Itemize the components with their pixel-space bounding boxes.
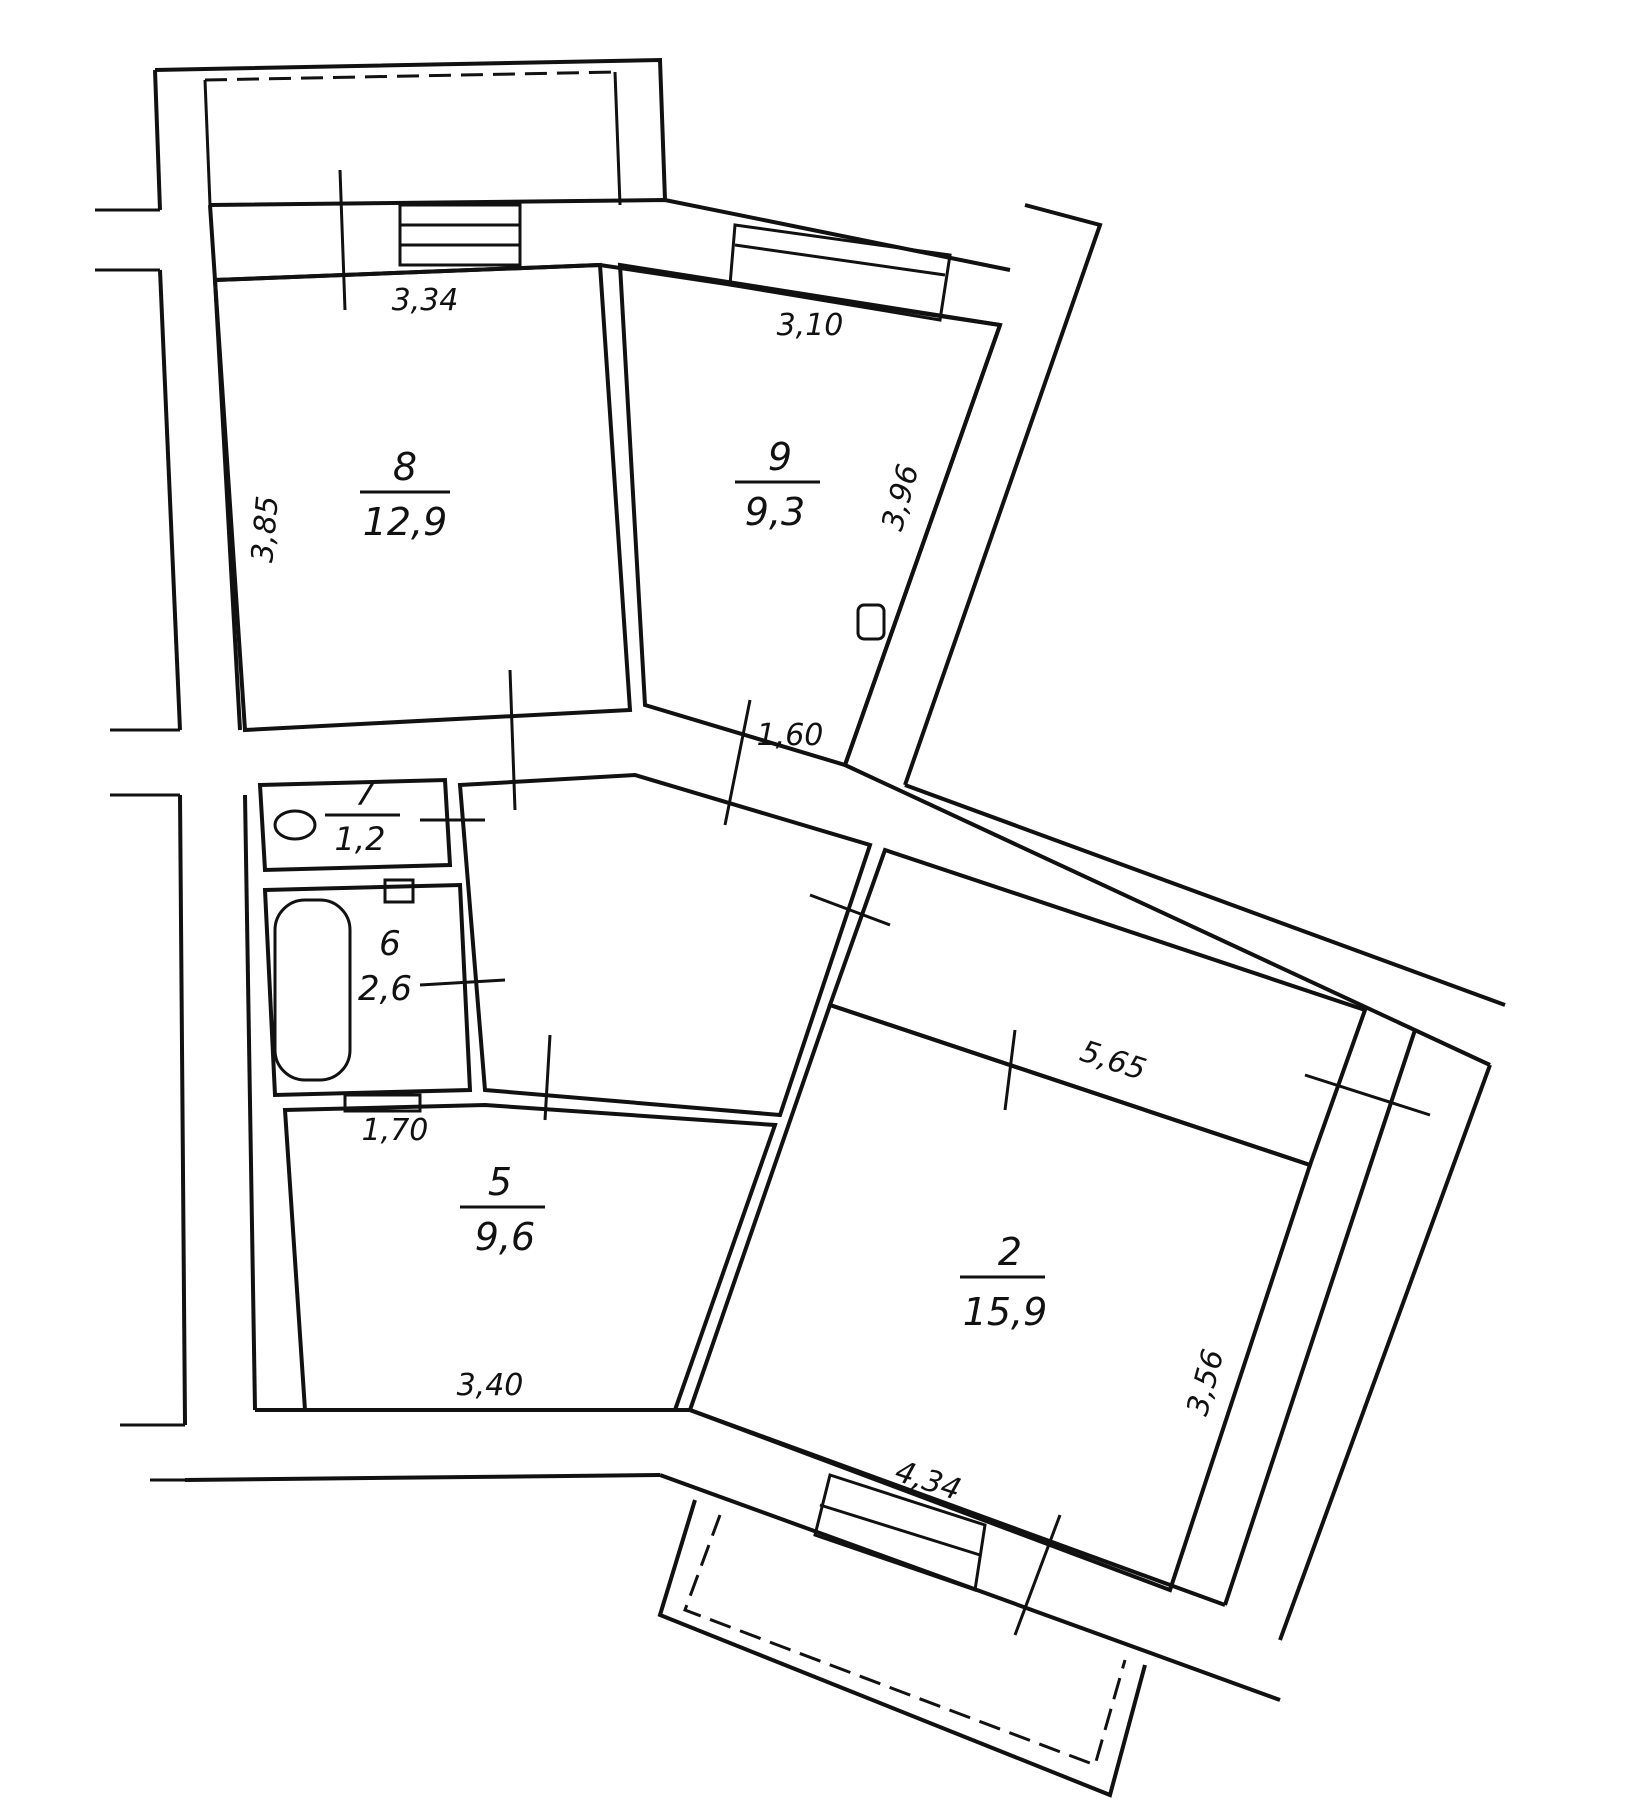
dim-334: 3,34 bbox=[392, 283, 459, 318]
room-2-number: 2 bbox=[998, 1230, 1022, 1274]
dim-565: 5,65 bbox=[1076, 1034, 1150, 1088]
room-9-area: 9,3 bbox=[745, 490, 805, 534]
room-7-number: 7 bbox=[355, 775, 376, 813]
room-6-area: 2,6 bbox=[358, 969, 412, 1009]
room-2-area: 15,9 bbox=[963, 1290, 1048, 1334]
dim-356: 3,56 bbox=[1180, 1346, 1231, 1420]
dim-160: 1,60 bbox=[757, 718, 824, 753]
room-9-number: 9 bbox=[768, 435, 792, 479]
room-5 bbox=[282, 1093, 778, 1412]
room-7 bbox=[257, 777, 485, 873]
dim-385: 3,85 bbox=[245, 494, 286, 564]
hall bbox=[457, 772, 891, 1121]
room-5-area: 9,6 bbox=[475, 1215, 535, 1259]
room-7-area: 1,2 bbox=[335, 820, 386, 858]
room-5-number: 5 bbox=[488, 1160, 512, 1204]
dim-396: 3,96 bbox=[875, 461, 926, 535]
corridor-room bbox=[827, 847, 1368, 1168]
dim-310: 3,10 bbox=[777, 308, 844, 343]
room-8-number: 8 bbox=[393, 445, 417, 489]
balcony-bottom bbox=[657, 1473, 1147, 1798]
room-9 bbox=[617, 223, 1003, 826]
balcony-top bbox=[154, 57, 667, 206]
outer-walls bbox=[95, 69, 1506, 1702]
room-labels: 8 12,9 9 9,3 7 1,2 6 2,6 5 9,6 2 15,9 bbox=[325, 435, 1047, 1334]
room-8-area: 12,9 bbox=[363, 500, 448, 544]
room-6 bbox=[262, 878, 506, 1098]
dim-340: 3,40 bbox=[457, 1368, 524, 1403]
dim-170: 1,70 bbox=[362, 1113, 429, 1148]
room-6-number: 6 bbox=[379, 924, 401, 964]
room-8 bbox=[212, 169, 633, 811]
